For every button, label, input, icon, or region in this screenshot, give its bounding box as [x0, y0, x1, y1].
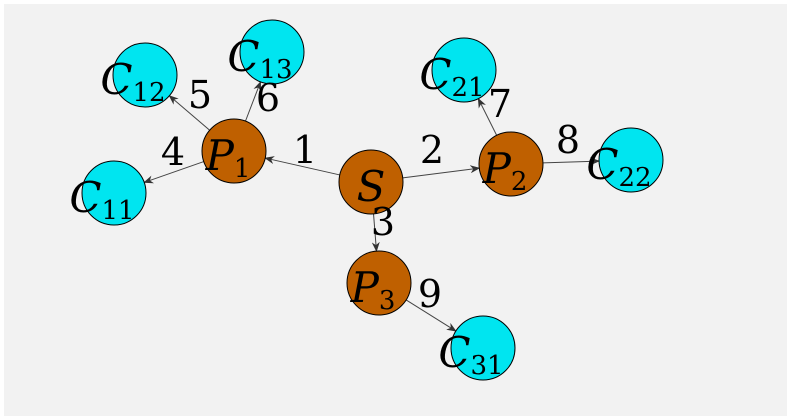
- node-sub-c12: 12: [133, 78, 166, 108]
- node-label-s: S: [357, 162, 386, 211]
- node-sub-c11: 11: [102, 196, 135, 226]
- node-sub-c31: 31: [471, 351, 504, 381]
- node-circle-c13: [239, 19, 305, 85]
- node-main-s: S: [357, 162, 386, 211]
- edge-p1-c12: [168, 95, 210, 131]
- node-circle-p1: [201, 118, 267, 184]
- node-p2: P2: [478, 131, 544, 198]
- edge-label-9: 9: [418, 272, 442, 316]
- node-main-p2: P: [482, 144, 512, 193]
- edge-label-5: 5: [188, 73, 212, 117]
- edge-s-p2: [402, 165, 481, 179]
- node-label-c11: C11: [69, 173, 134, 227]
- node-circle-c12: [112, 42, 178, 108]
- edge-label-1: 1: [293, 128, 317, 172]
- node-label-p3: P3: [350, 263, 396, 317]
- node-c22: C22: [586, 127, 664, 194]
- node-sub-c13: 13: [260, 55, 293, 85]
- node-circle-c22: [598, 127, 664, 193]
- node-circle-c11: [81, 160, 147, 226]
- edge-s-p3: [371, 213, 380, 253]
- node-main-c21: C: [419, 50, 451, 99]
- edge-label-2: 2: [420, 128, 444, 172]
- edge-p1-c11: [143, 161, 204, 184]
- node-sub-p2: 2: [511, 167, 528, 197]
- edge-label-3: 3: [371, 200, 395, 244]
- node-s: S: [338, 149, 404, 215]
- node-main-c31: C: [438, 328, 470, 377]
- node-label-p2: P2: [482, 144, 528, 198]
- node-label-c31: C31: [438, 328, 503, 382]
- node-c21: C21: [419, 37, 497, 104]
- node-c13: C13: [227, 19, 305, 86]
- edge-label-8: 8: [556, 118, 580, 162]
- edge-label-6: 6: [256, 76, 280, 120]
- node-c11: C11: [69, 160, 147, 227]
- node-p3: P3: [346, 250, 412, 317]
- node-sub-c21: 21: [452, 73, 485, 103]
- node-sub-p1: 1: [234, 154, 251, 184]
- node-label-c21: C21: [419, 50, 484, 104]
- node-circle-c21: [431, 37, 497, 103]
- node-sub-c22: 22: [619, 163, 652, 193]
- node-p1: P1: [201, 118, 267, 185]
- node-main-c12: C: [100, 55, 132, 104]
- node-c12: C12: [100, 42, 178, 109]
- node-circle-s: [338, 149, 404, 215]
- node-circle-p2: [478, 131, 544, 197]
- edge-p1-c13: [245, 80, 262, 122]
- node-circle-c31: [450, 315, 516, 381]
- edge-s-p1: [264, 156, 340, 176]
- node-label-c13: C13: [227, 32, 292, 86]
- node-main-c13: C: [227, 32, 259, 81]
- node-main-p1: P: [205, 131, 235, 180]
- edge-p3-c31: [405, 299, 457, 332]
- node-c31: C31: [438, 315, 516, 382]
- node-label-p1: P1: [205, 131, 251, 185]
- edge-p2-c22: [542, 157, 601, 166]
- node-main-c22: C: [586, 140, 618, 189]
- edge-p2-c21: [477, 97, 498, 136]
- edge-label-7: 7: [488, 82, 512, 126]
- node-label-c22: C22: [586, 140, 651, 194]
- node-sub-p3: 3: [379, 286, 396, 316]
- node-label-c12: C12: [100, 55, 165, 109]
- edge-label-4: 4: [161, 130, 185, 174]
- edges-layer: [143, 80, 601, 332]
- node-main-c11: C: [69, 173, 101, 222]
- node-main-p3: P: [350, 263, 380, 312]
- node-circle-p3: [346, 250, 412, 316]
